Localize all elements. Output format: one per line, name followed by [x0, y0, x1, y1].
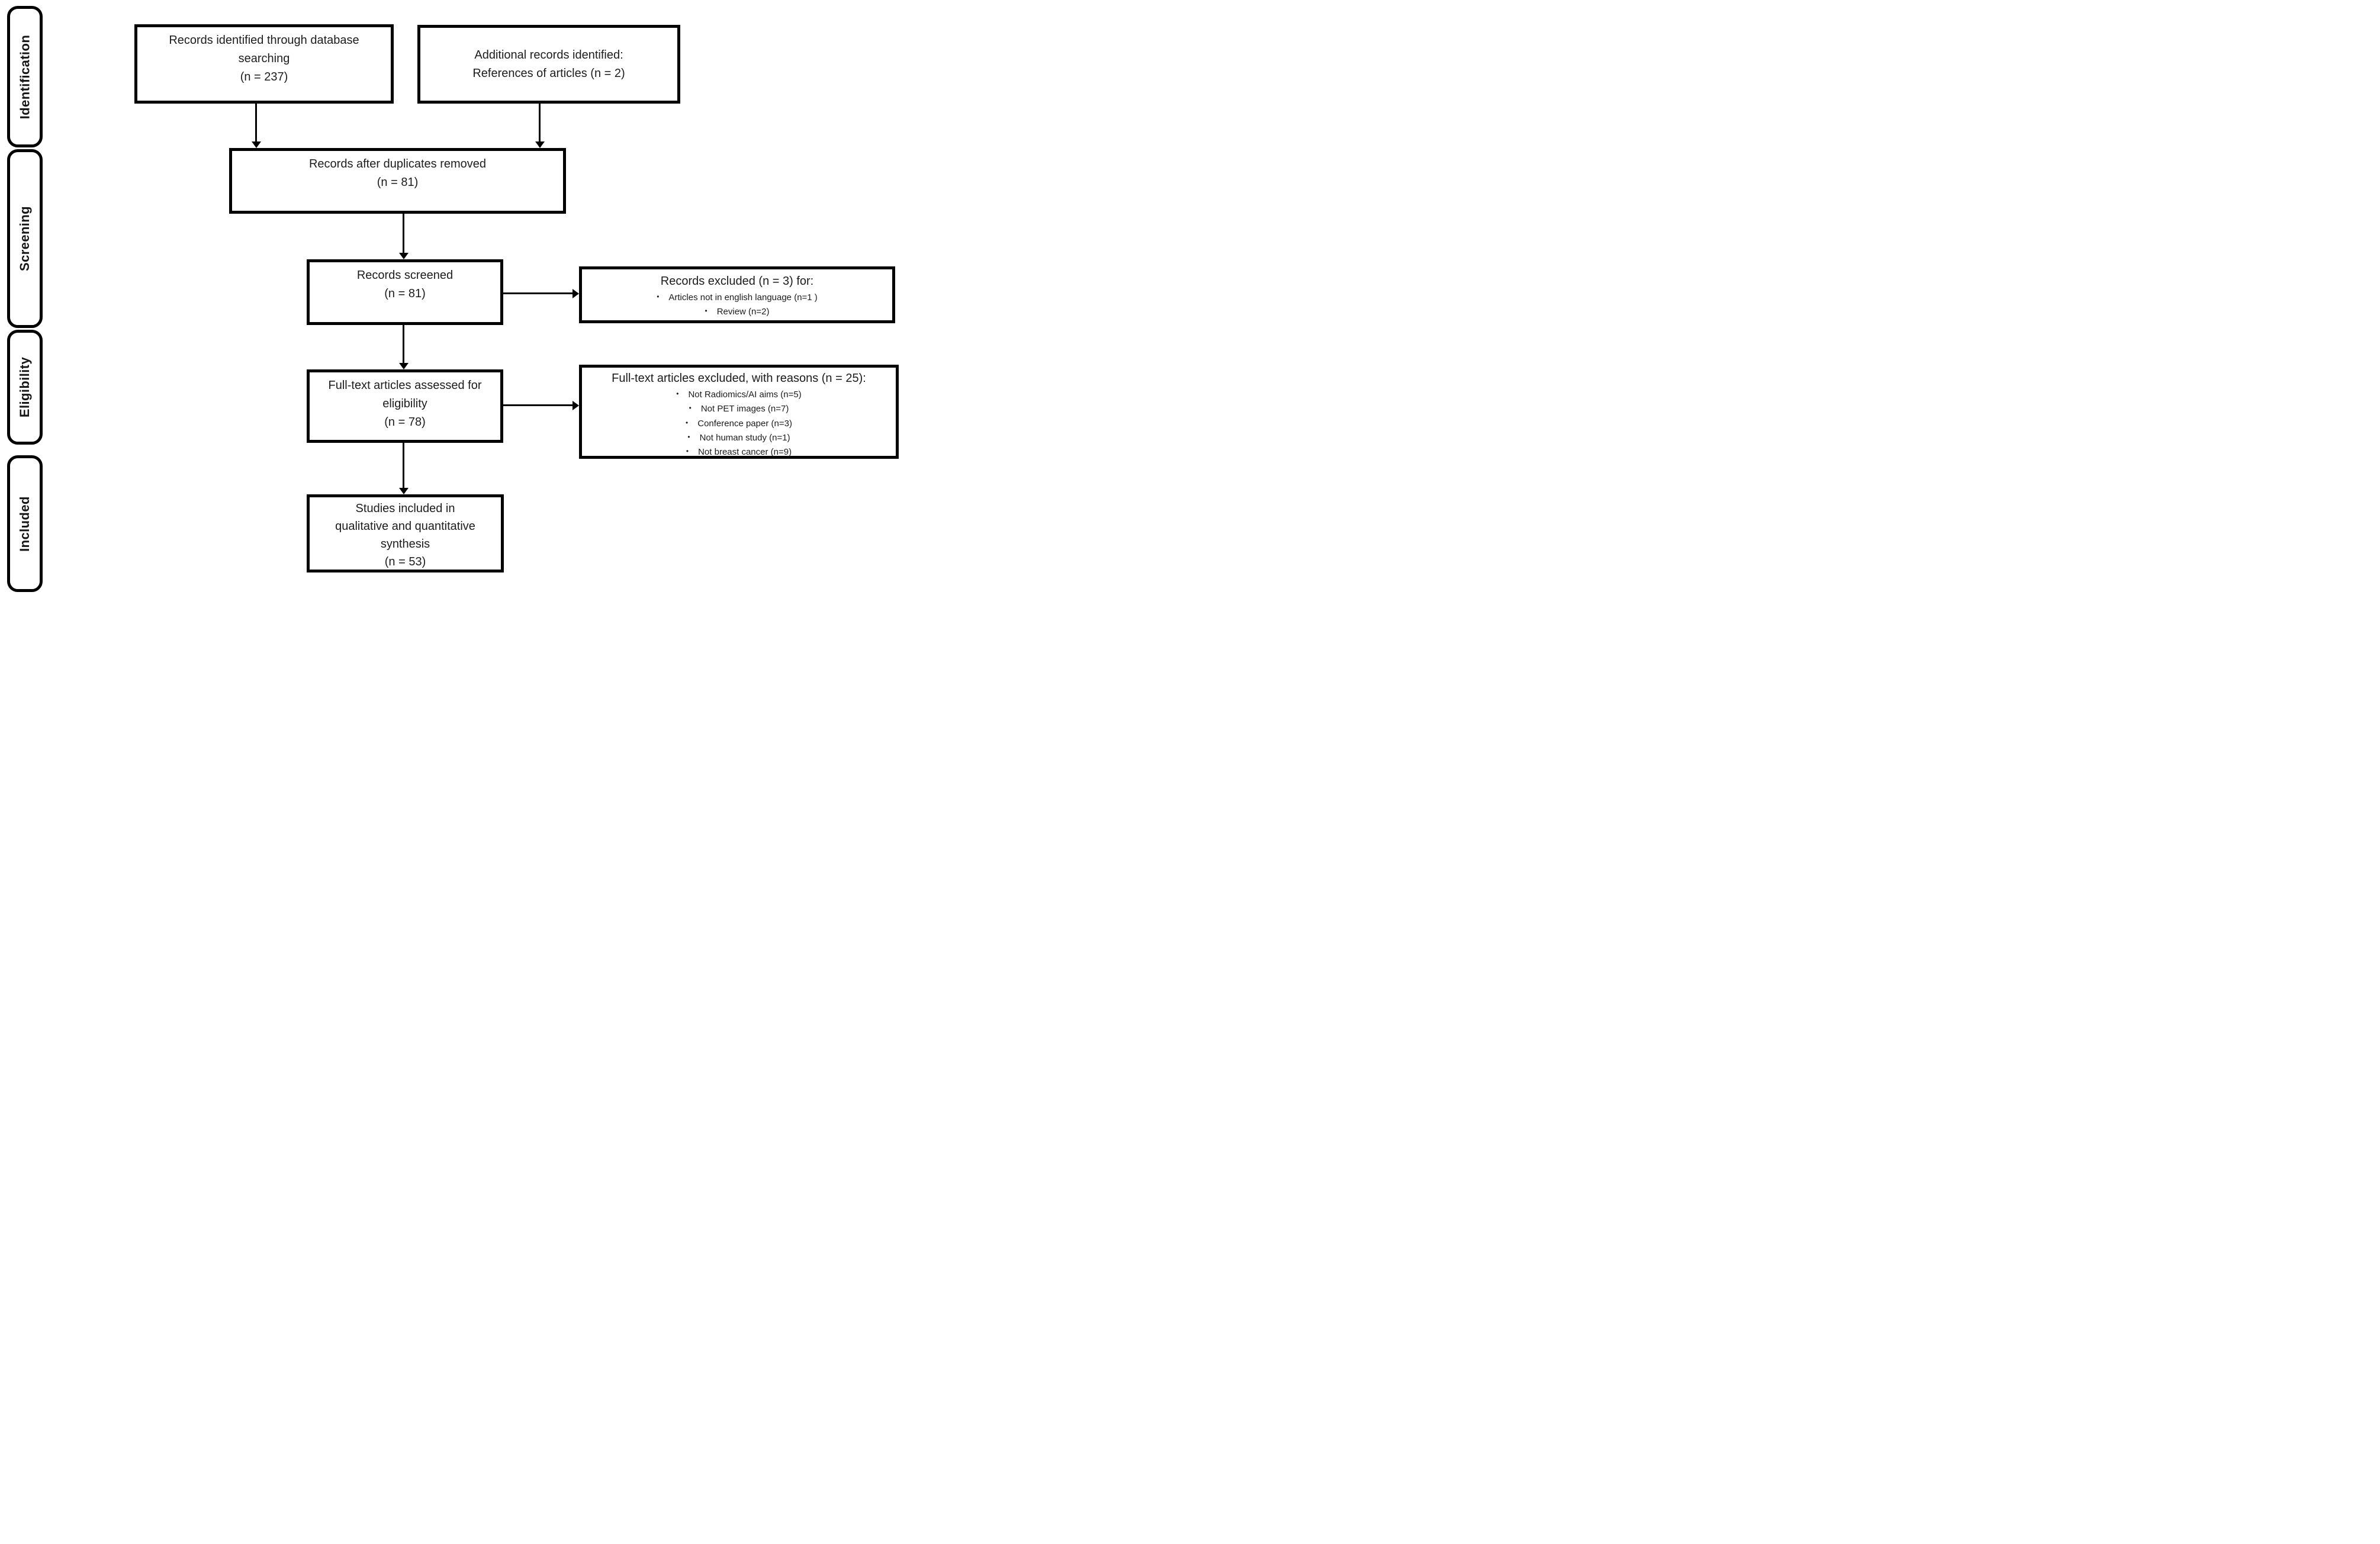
- box-records-identified-database: Records identified through database sear…: [134, 24, 394, 104]
- stage-screening-label: Screening: [17, 206, 33, 271]
- arrow-screened-to-fulltext: [403, 325, 404, 363]
- stage-included: Included: [7, 455, 43, 592]
- box-fulltext-assessed: Full-text articles assessed for eligibil…: [307, 369, 503, 443]
- exclusion-reason-text: Not Radiomics/AI aims (n=5): [688, 390, 802, 400]
- box-additional-records: Additional records identified: Reference…: [417, 25, 680, 104]
- stage-identification: Identification: [7, 6, 43, 147]
- box-fulltext-excluded-title: Full-text articles excluded, with reason…: [612, 372, 866, 385]
- list-item: • Review (n=2): [705, 305, 770, 319]
- arrow-fulltext-to-excluded: [503, 404, 573, 406]
- stage-eligibility: Eligibility: [7, 330, 43, 445]
- box-additional-records-text: Additional records identified: Reference…: [472, 48, 625, 80]
- exclusion-reason-text: Not human study (n=1): [699, 432, 790, 443]
- box-studies-included: Studies included in qualitative and quan…: [307, 494, 504, 572]
- box-fulltext-assessed-text: Full-text articles assessed for eligibil…: [328, 379, 482, 429]
- bullet-icon: •: [686, 418, 689, 427]
- bullet-icon: •: [657, 292, 660, 301]
- arrow-fulltext-to-included: [403, 443, 404, 488]
- exclusion-reason-text: Not breast cancer (n=9): [698, 447, 792, 458]
- exclusion-reason-text: Review (n=2): [716, 307, 770, 317]
- bullet-icon: •: [705, 307, 707, 315]
- exclusion-reason-text: Conference paper (n=3): [697, 418, 792, 429]
- bullet-icon: •: [687, 432, 690, 441]
- box-fulltext-excluded: Full-text articles excluded, with reason…: [579, 365, 899, 459]
- stage-identification-label: Identification: [17, 34, 32, 119]
- bullet-icon: •: [676, 390, 679, 398]
- list-item: • Not Radiomics/AI aims (n=5): [582, 388, 896, 402]
- arrow-duplicates-to-screened: [403, 214, 404, 253]
- list-item: • Not breast cancer (n=9): [582, 445, 896, 459]
- exclusion-reason-text: Not PET images (n=7): [700, 404, 789, 414]
- box-records-excluded-title: Records excluded (n = 3) for:: [660, 274, 814, 288]
- stage-included-label: Included: [17, 496, 32, 552]
- box-records-excluded: Records excluded (n = 3) for: • Articles …: [579, 266, 895, 323]
- stage-screening: Screening: [7, 149, 43, 328]
- arrow-additional-to-duplicates: [539, 104, 541, 141]
- exclusion-reason-text: Articles not in english language (n=1 ): [668, 292, 818, 303]
- bullet-icon: •: [686, 447, 689, 456]
- box-records-screened-text: Records screened (n = 81): [356, 269, 454, 300]
- box-duplicates-removed: Records after duplicates removed (n = 81…: [229, 148, 566, 214]
- bullet-icon: •: [689, 404, 692, 413]
- stage-eligibility-label: Eligibility: [17, 356, 32, 418]
- prisma-flow-diagram: Identification Screening Eligibility Inc…: [0, 0, 915, 593]
- box-studies-included-text: Studies included in qualitative and quan…: [335, 502, 475, 568]
- list-item: • Articles not in english language (n=1 ): [657, 291, 818, 305]
- box-duplicates-removed-text: Records after duplicates removed (n = 81…: [308, 157, 487, 189]
- list-item: • Not PET images (n=7): [582, 402, 896, 416]
- box-records-identified-database-text: Records identified through database sear…: [169, 34, 359, 83]
- list-item: • Conference paper (n=3): [582, 417, 896, 431]
- arrow-database-to-duplicates: [255, 104, 257, 141]
- box-records-screened: Records screened (n = 81): [307, 259, 503, 325]
- list-item: • Not human study (n=1): [582, 431, 896, 445]
- arrow-screened-to-excluded: [503, 292, 573, 294]
